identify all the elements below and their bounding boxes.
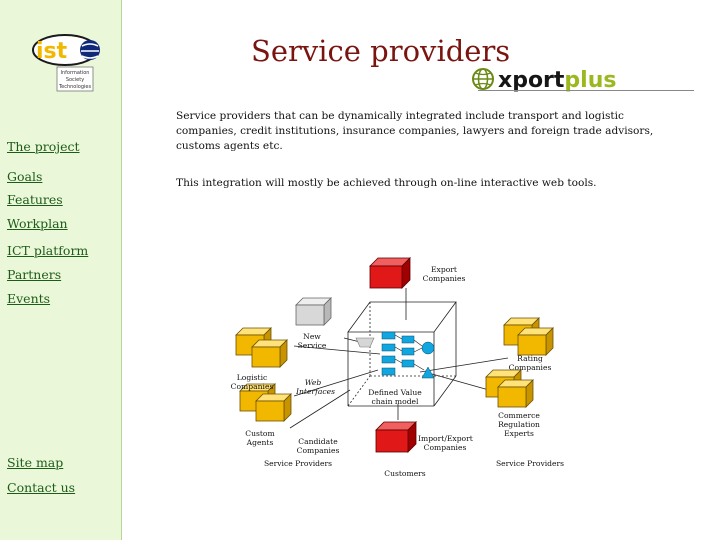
logo-caption-2: Society (66, 77, 84, 83)
nav-goals[interactable]: Goals (7, 169, 43, 184)
logo-caption-3: Technologies (58, 84, 92, 90)
nav-the-project[interactable]: The project (7, 139, 80, 154)
intro-paragraph: Service providers that can be dynamicall… (176, 110, 654, 152)
label-new-service: New Service (297, 332, 327, 350)
logo-text: ist (36, 39, 68, 64)
import-export-cube (375, 421, 417, 453)
nav-events[interactable]: Events (7, 291, 51, 306)
logistic-cube-2 (251, 339, 288, 368)
nav-workplan[interactable]: Workplan (7, 216, 68, 231)
label-candidate-companies: Candidate Companies (296, 437, 340, 455)
label-service-providers-left: Service Providers (263, 459, 333, 468)
brand-part-2: plus (564, 68, 616, 92)
nav-contact-us[interactable]: Contact us (7, 480, 76, 495)
label-custom-agents: Custom Agents (245, 429, 275, 447)
label-logistic-companies: Logistic Companies (230, 373, 274, 391)
integration-paragraph: This integration will mostly be achieved… (176, 177, 597, 189)
brand-part-1: xport (498, 68, 565, 92)
nav-partners[interactable]: Partners (7, 267, 62, 282)
nav-site-map[interactable]: Site map (7, 455, 64, 470)
new-service-cube (295, 297, 332, 326)
nav-features[interactable]: Features (7, 192, 63, 207)
xportplus-logo: xportplus (472, 66, 652, 96)
logo-caption-1: Information (61, 70, 90, 76)
custom-agents-cube-2 (255, 393, 292, 422)
rating-cube-2 (517, 327, 554, 356)
label-import-export: Import/Export Companies (418, 434, 473, 452)
label-export-companies: Export Companies (422, 265, 466, 283)
label-defined-value-chain: Defined Value chain model (368, 388, 422, 406)
wireframe-box (347, 301, 457, 407)
commerce-cube-2 (497, 379, 534, 408)
sidebar: ist Information Society Technologies The… (0, 0, 122, 540)
header-divider (478, 90, 694, 91)
internal-flow-shapes (355, 331, 435, 379)
label-customers: Customers (384, 469, 426, 478)
ist-logo: ist Information Society Technologies (31, 30, 107, 92)
export-companies-cube (369, 257, 411, 289)
label-service-providers-right: Service Providers (495, 459, 565, 468)
label-web-interfaces: Web Interfaces (296, 378, 336, 396)
label-commerce-regulation: Commerce Regulation Experts (498, 411, 540, 438)
nav-ict-platform[interactable]: ICT platform (7, 243, 89, 258)
globe-icon (472, 68, 494, 90)
page-title: Service providers (251, 34, 511, 68)
label-rating-companies: Rating Companies (508, 354, 552, 372)
svg-text:xportplus: xportplus (498, 68, 616, 92)
